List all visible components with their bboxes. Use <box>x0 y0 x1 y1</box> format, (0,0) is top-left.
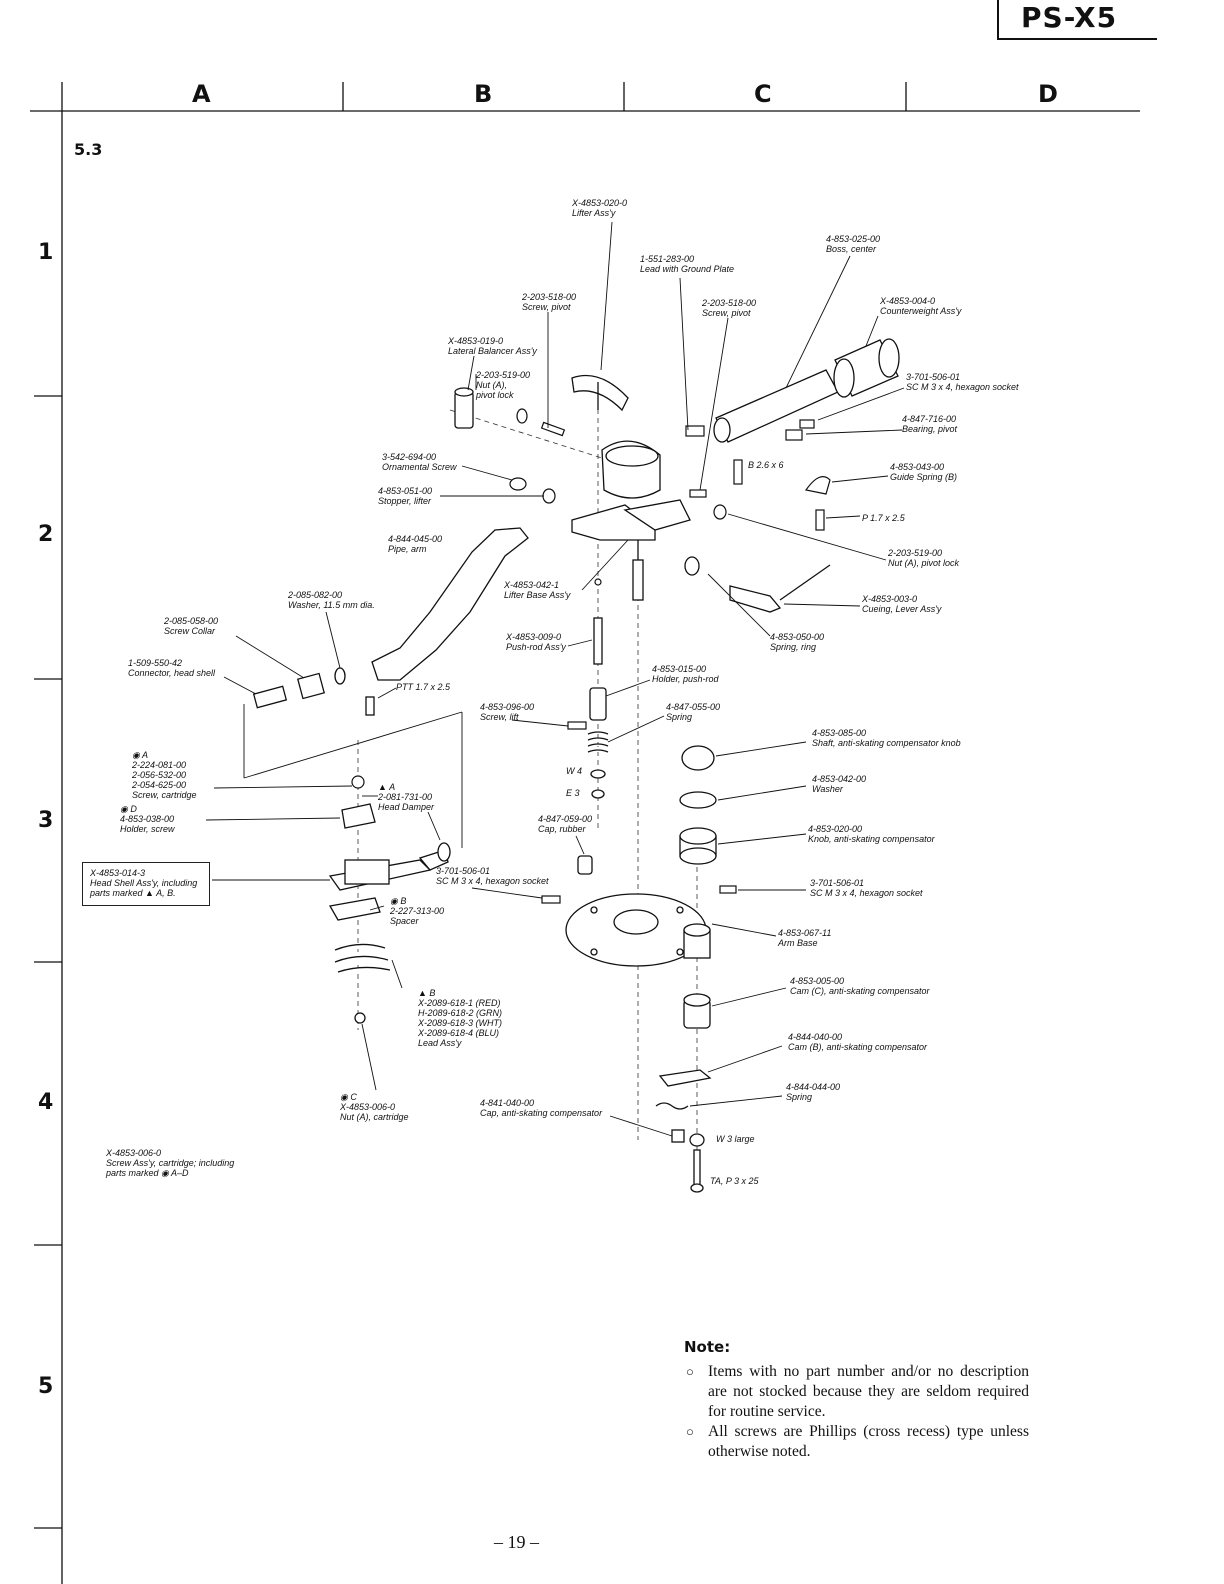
column-label-c: C <box>754 80 772 108</box>
column-label-a: A <box>192 80 211 108</box>
row-label-2: 2 <box>38 522 54 547</box>
part-label-screw-ta-p3x25: TA, P 3 x 25 <box>710 1176 759 1186</box>
row-label-1: 1 <box>38 240 54 265</box>
cueing-lever <box>684 556 831 613</box>
part-label-lead-assy: ▲ B X-2089-618-1 (RED) H-2089-618-2 (GRN… <box>418 988 503 1048</box>
leader-lines <box>205 221 905 1137</box>
row-label-5: 5 <box>38 1374 54 1399</box>
cam-assembly <box>655 993 712 1193</box>
lifter-plate <box>571 374 629 412</box>
model-title: PS-X5 <box>1021 0 1118 34</box>
lateral-balancer <box>454 387 474 429</box>
row-label-4: 4 <box>38 1090 54 1115</box>
connector-assembly <box>252 667 375 716</box>
arm-base-plate <box>565 893 711 967</box>
anti-skating-knob-stack <box>679 745 717 865</box>
part-label-screw-p17x25: P 1.7 x 2.5 <box>862 513 905 523</box>
grid-frame <box>30 82 1140 1584</box>
part-label-ring-e3: E 3 <box>566 788 580 798</box>
section-number: 5.3 <box>74 140 103 159</box>
row-label-3: 3 <box>38 808 54 833</box>
column-label-d: D <box>1038 80 1058 108</box>
part-label-screw-ptt17x25: PTT 1.7 x 2.5 <box>396 682 451 692</box>
bullet-circle-icon: ○ <box>686 1424 694 1439</box>
head-shell <box>328 803 451 1024</box>
note-item: ○Items with no part number and/or no des… <box>686 1363 1029 1420</box>
part-label-screw-b26x6: B 2.6 x 6 <box>748 460 784 470</box>
push-rod-stack <box>577 617 609 875</box>
model-title-box: PS-X5 <box>997 0 1157 40</box>
part-label-washer-w4: W 4 <box>566 766 583 776</box>
screws-and-washers <box>351 408 831 904</box>
service-note: Note: ○Items with no part number and/or … <box>684 1338 1029 1462</box>
bullet-circle-icon: ○ <box>686 1364 694 1379</box>
page-number: – 19 – <box>494 1532 539 1552</box>
arm-pipe <box>371 527 529 681</box>
column-label-b: B <box>474 80 493 108</box>
part-label-washer-w3: W 3 large <box>716 1134 755 1144</box>
note-item: ○All screws are Phillips (cross recess) … <box>686 1423 1029 1460</box>
pivot-housing <box>571 440 691 601</box>
note-title: Note: <box>684 1338 731 1356</box>
note-list: ○Items with no part number and/or no des… <box>684 1362 1029 1462</box>
arm-rear-shaft <box>713 338 900 443</box>
part-label-screw-cartridge: ◉ A 2-224-081-00 2-056-532-00 2-054-625-… <box>132 750 197 800</box>
head-shell-callout-box <box>82 862 210 906</box>
